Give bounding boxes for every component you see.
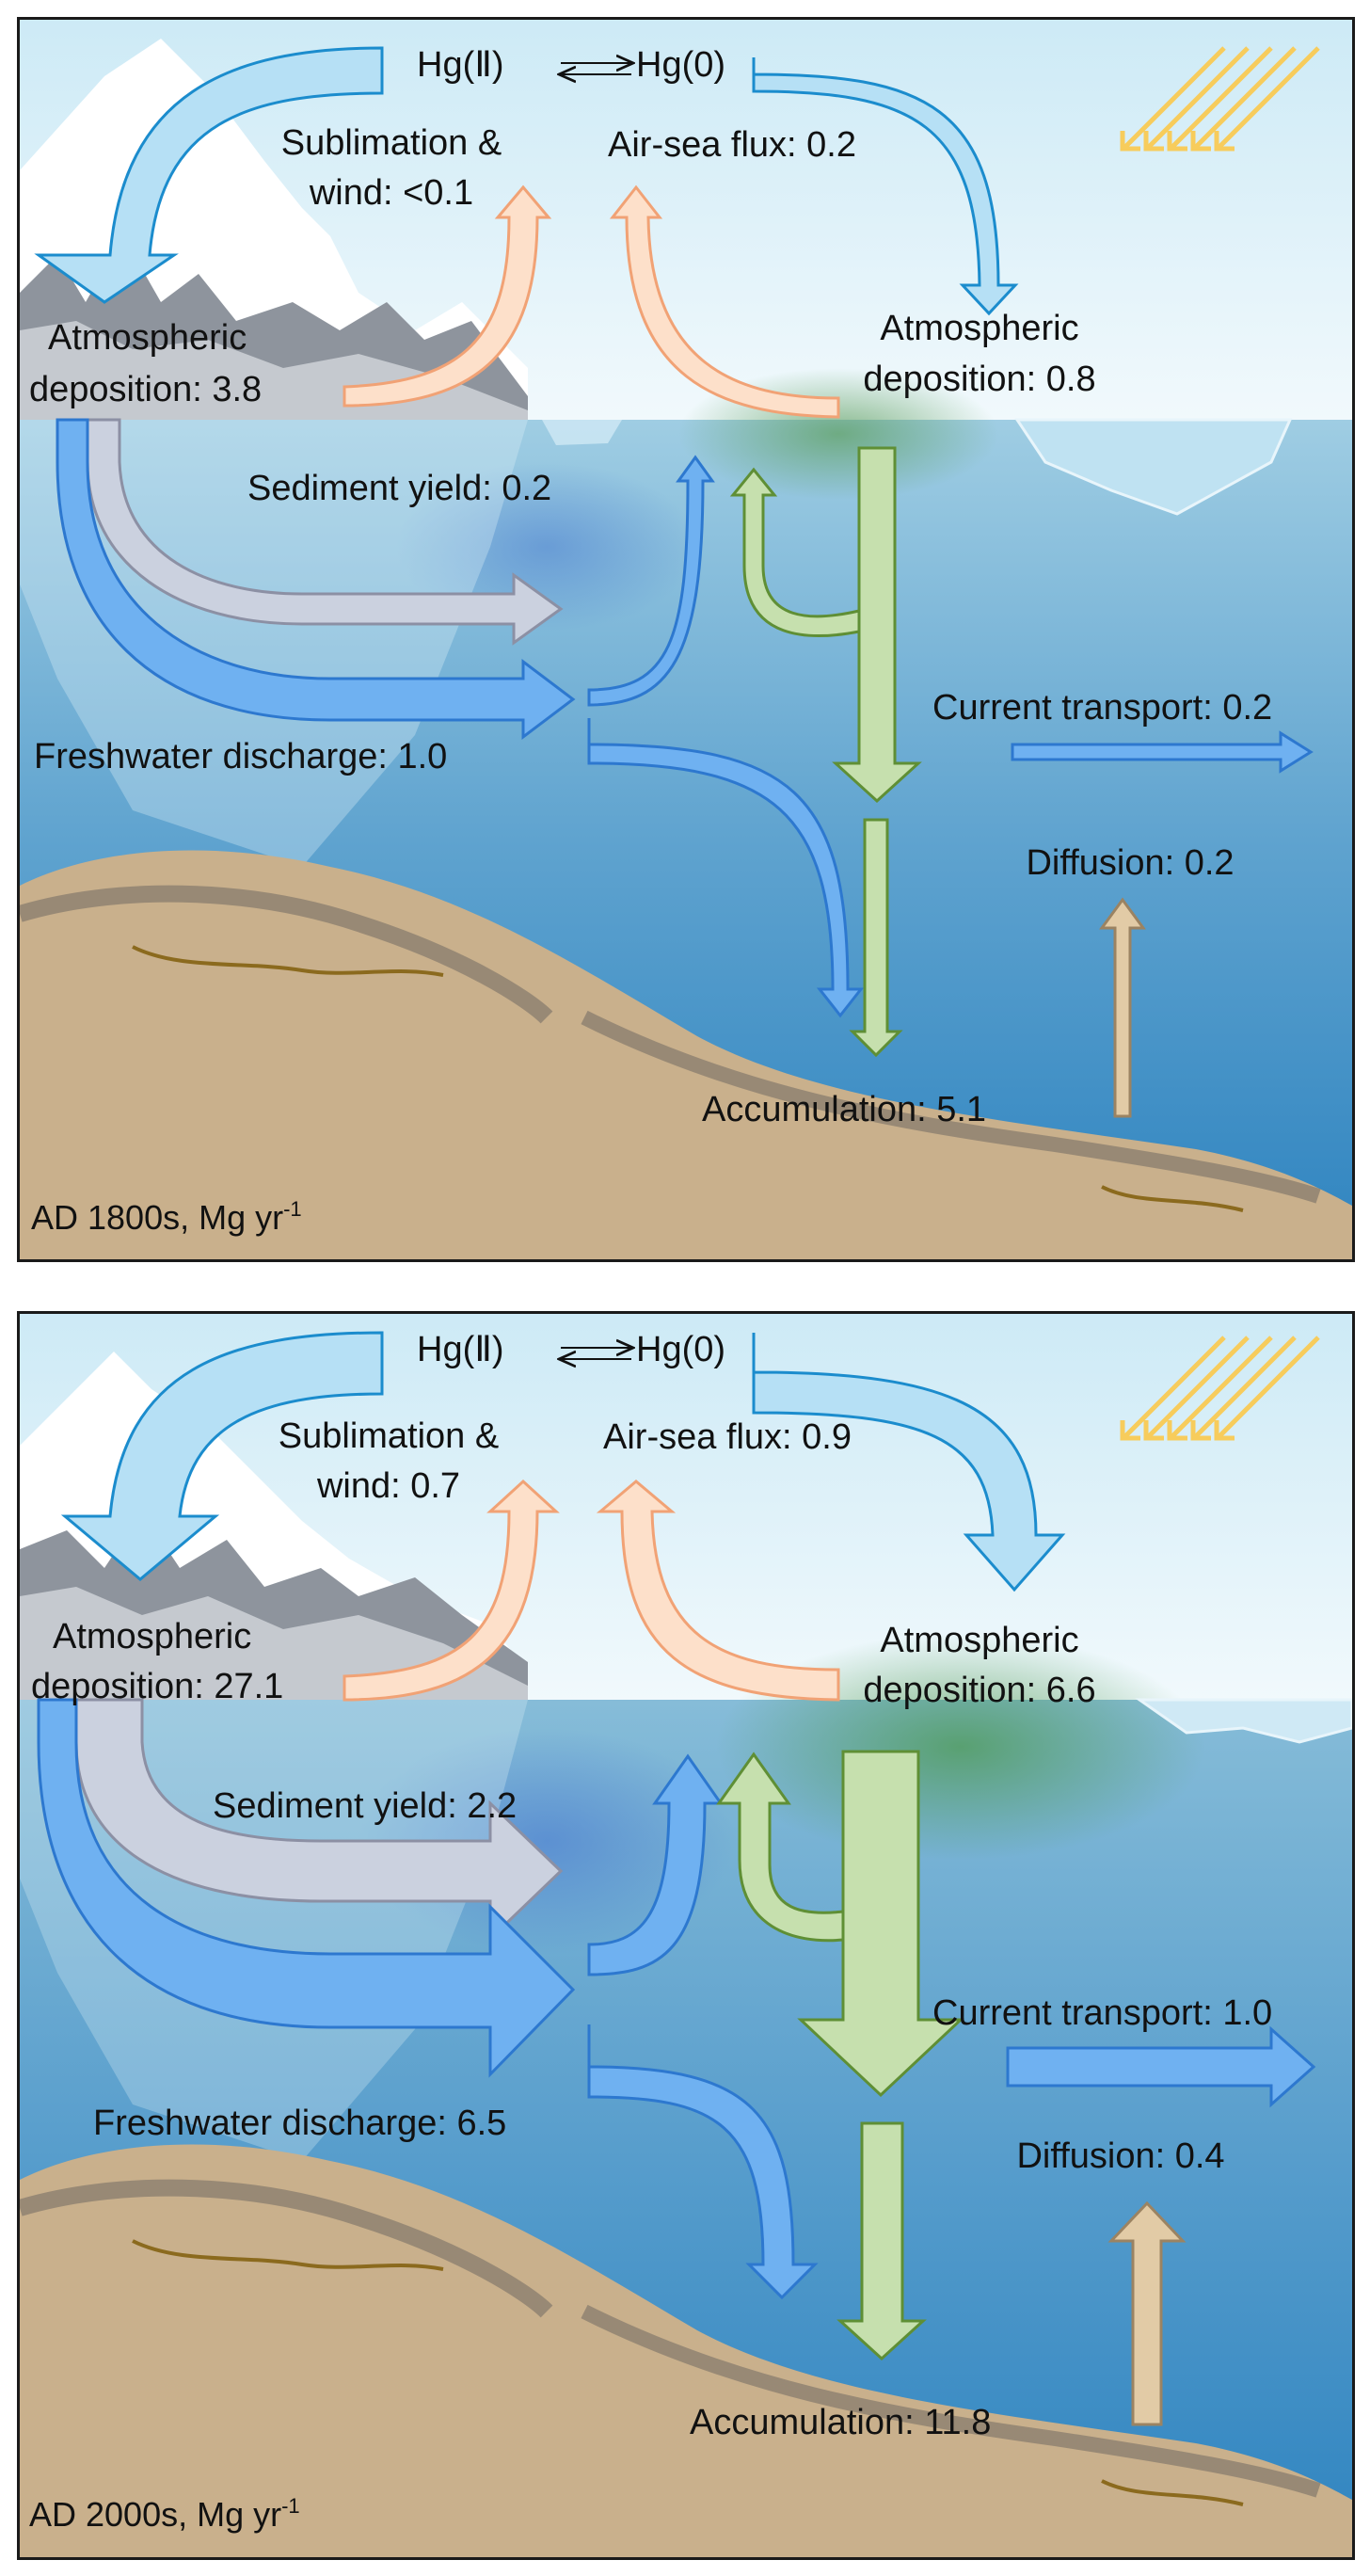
- air-sea-flux-arrow: [596, 1480, 840, 1702]
- biological-uptake-arrow: [832, 446, 922, 804]
- reversible-reaction-arrows-icon: [561, 1348, 631, 1359]
- submerged-ice: [20, 420, 528, 867]
- diffusion-arrow: [1107, 2200, 1187, 2426]
- accumulation-label: Accumulation: 11.8: [690, 2403, 991, 2442]
- hg-0-species: Hg(0): [636, 45, 725, 85]
- current-transport-arrow: [1006, 2025, 1316, 2108]
- atmospheric-deposition-left-arrow: [34, 46, 384, 304]
- iceberg-icon: [542, 418, 1293, 516]
- sun-rays-icon: [1120, 1336, 1320, 1441]
- diffusion-label: Diffusion: 0.2: [1026, 843, 1234, 883]
- air-sea-flux-label: Air-sea flux: 0.9: [603, 1417, 852, 1457]
- atmospheric-deposition-right-arrow: [752, 57, 1019, 316]
- biological-uptake-arrow: [797, 1750, 964, 2098]
- atm-dep-left-label-line2: deposition: 27.1: [31, 1667, 283, 1706]
- discharge-settling-arrow: [587, 718, 865, 1018]
- freshwater-discharge-label: Freshwater discharge: 1.0: [34, 737, 447, 776]
- sublimation-label-line2: wind: <0.1: [309, 173, 473, 213]
- sediment-yield-arrow: [86, 418, 564, 646]
- seabed: [20, 2144, 1352, 2557]
- diffusion-arrow: [1099, 897, 1146, 1118]
- panel-caption: AD 1800s, Mg yr-1: [31, 1197, 302, 1237]
- atm-dep-left-label-line1: Atmospheric: [53, 1617, 251, 1656]
- diagram-1800s: Hg(Ⅱ) Hg(0) Sublimation & wind: <0.1 Air…: [20, 20, 1352, 1259]
- sublimation-arrow: [342, 184, 552, 408]
- atm-dep-right-label-line2: deposition: 6.6: [863, 1671, 1095, 1710]
- hg-ii-species: Hg(Ⅱ): [417, 45, 504, 85]
- atm-dep-left-label-line2: deposition: 3.8: [29, 370, 262, 409]
- hg-0-species: Hg(0): [636, 1330, 725, 1369]
- reversible-reaction-arrows-icon: [561, 63, 631, 74]
- current-transport-label: Current transport: 0.2: [932, 688, 1272, 728]
- current-transport-label: Current transport: 1.0: [932, 1993, 1272, 2033]
- discharge-upwelling-arrow: [587, 1753, 724, 1976]
- particle-sinking-arrow: [849, 818, 903, 1058]
- discharge-upwelling-arrow: [587, 455, 715, 707]
- iceberg-icon: [1135, 1698, 1352, 1744]
- sublimation-label-line1: Sublimation &: [279, 1416, 499, 1456]
- current-transport-arrow: [1011, 730, 1314, 774]
- turbid-plume: [396, 462, 697, 632]
- sun-rays-icon: [1120, 46, 1320, 152]
- atm-dep-right-label-line2: deposition: 0.8: [863, 360, 1095, 399]
- sublimation-label-line2: wind: 0.7: [316, 1466, 460, 1506]
- biological-recycling-arrow: [729, 467, 861, 638]
- seabed: [20, 850, 1352, 1259]
- discharge-settling-arrow: [587, 2024, 819, 2300]
- sublimation-label-line1: Sublimation &: [281, 123, 502, 163]
- atmospheric-deposition-right-arrow: [752, 1333, 1066, 1592]
- sublimation-arrow: [342, 1479, 560, 1702]
- atmospheric-deposition-left-arrow: [60, 1331, 384, 1581]
- freshwater-discharge-label: Freshwater discharge: 6.5: [93, 2104, 506, 2143]
- air-sea-flux-label: Air-sea flux: 0.2: [608, 125, 856, 165]
- particle-sinking-arrow: [836, 2121, 927, 2361]
- freshwater-discharge-arrow: [37, 1698, 576, 2078]
- atm-dep-left-label-line1: Atmospheric: [48, 318, 247, 358]
- diffusion-label: Diffusion: 0.4: [1016, 2136, 1224, 2176]
- atm-dep-right-label-line1: Atmospheric: [880, 1621, 1078, 1660]
- accumulation-label: Accumulation: 5.1: [702, 1090, 986, 1129]
- atm-dep-right-label-line1: Atmospheric: [880, 309, 1078, 348]
- biological-recycling-arrow: [716, 1752, 845, 1943]
- freshwater-discharge-arrow: [56, 418, 576, 741]
- panel-2000s: Hg(Ⅱ) Hg(0) Sublimation & wind: 0.7 Air-…: [17, 1311, 1355, 2560]
- panel-1800s: Hg(Ⅱ) Hg(0) Sublimation & wind: <0.1 Air…: [17, 17, 1355, 1262]
- panel-caption: AD 2000s, Mg yr-1: [29, 2494, 300, 2534]
- hg-ii-species: Hg(Ⅱ): [417, 1330, 504, 1369]
- sediment-yield-label: Sediment yield: 2.2: [213, 1786, 517, 1826]
- diagram-2000s: Hg(Ⅱ) Hg(0) Sublimation & wind: 0.7 Air-…: [20, 1314, 1352, 2557]
- sediment-yield-label: Sediment yield: 0.2: [247, 469, 551, 508]
- air-sea-flux-arrow: [609, 184, 840, 419]
